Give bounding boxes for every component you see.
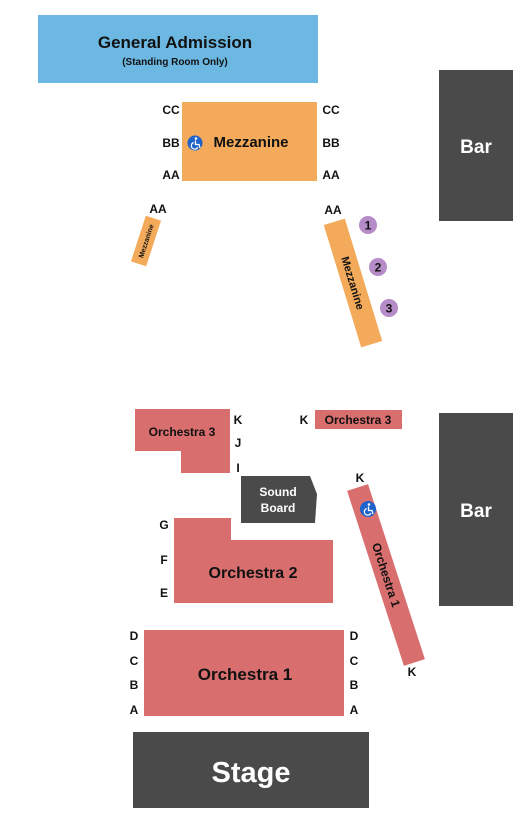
mezz-row-left-bb: BB [162, 136, 180, 150]
orch1-row-right-b: B [350, 678, 359, 692]
orchestra1-label: Orchestra 1 [198, 665, 293, 684]
orchestra3-right-area[interactable] [315, 410, 402, 429]
orchestra2-area[interactable] [174, 518, 333, 603]
orchestra3-right-section[interactable]: Orchestra 3 [315, 410, 402, 429]
badge-1[interactable]: 1 [359, 216, 377, 234]
mezzanine-left-wing[interactable]: Mezzanine [130, 215, 162, 267]
orch1-row-right-d: D [350, 629, 359, 643]
bar-top-area[interactable] [439, 70, 513, 221]
orch3-row-j: J [235, 436, 242, 450]
orch3-right-row-k: K [300, 413, 309, 427]
general-admission-subtitle: (Standing Room Only) [122, 57, 228, 68]
sound-board-line2: Board [261, 501, 296, 515]
orch1-row-left-a: A [130, 703, 139, 717]
stage: Stage [133, 732, 369, 808]
badge-3-text: 3 [386, 302, 393, 316]
general-admission-title: General Admission [98, 33, 252, 52]
orchestra3-left-label: Orchestra 3 [149, 425, 216, 439]
orchestra3-left-section[interactable]: Orchestra 3 [135, 409, 230, 473]
mezzanine-label: Mezzanine [213, 134, 288, 151]
orchestra1-side-area[interactable] [347, 484, 425, 666]
mezzanine-right-wing[interactable]: Mezzanine [323, 218, 383, 348]
orch1-row-right-c: C [350, 654, 359, 668]
bar-top-section[interactable]: Bar [439, 70, 513, 221]
orchestra2-label: Orchestra 2 [209, 565, 298, 582]
mezzanine-left-wing-area[interactable] [130, 215, 162, 267]
badge-2-text: 2 [375, 261, 382, 275]
mezz-row-left-cc: CC [162, 103, 180, 117]
general-admission-area[interactable] [38, 15, 318, 83]
orch1-row-right-a: A [350, 703, 359, 717]
orch2-row-e: E [160, 586, 168, 600]
orchestra1-side-accessibility-icon [360, 501, 376, 517]
orchestra3-right-label: Orchestra 3 [325, 413, 392, 427]
mezz-row-right-cc: CC [322, 103, 340, 117]
orch3-row-i: I [236, 461, 239, 475]
mezz-left-wing-row-aa: AA [149, 202, 167, 216]
orch1-row-left-b: B [130, 678, 139, 692]
orch3-row-k: K [234, 413, 243, 427]
badge-2[interactable]: 2 [369, 258, 387, 276]
sound-board: Sound Board [241, 476, 317, 523]
orchestra3-left-area[interactable] [135, 409, 230, 473]
mezzanine-right-wing-area[interactable] [323, 218, 383, 348]
orch1-side-row-k-top: K [356, 471, 365, 485]
orch1-row-left-c: C [130, 654, 139, 668]
orch1-row-left-d: D [130, 629, 139, 643]
mezzanine-accessibility-icon [187, 135, 203, 151]
mezz-right-wing-row-aa: AA [324, 203, 342, 217]
mezz-row-left-aa: AA [162, 168, 180, 182]
stage-label: Stage [212, 757, 291, 789]
orchestra2-section[interactable]: Orchestra 2 [174, 518, 333, 603]
orch2-row-f: F [160, 553, 167, 567]
bar-bottom-area[interactable] [439, 413, 513, 606]
badge-1-text: 1 [365, 219, 372, 233]
orch2-row-g: G [159, 518, 168, 532]
bar-bottom-section[interactable]: Bar [439, 413, 513, 606]
mezz-row-right-aa: AA [322, 168, 340, 182]
mezzanine-area[interactable] [182, 102, 317, 181]
orchestra1-section[interactable]: Orchestra 1 [144, 630, 344, 716]
badge-3[interactable]: 3 [380, 299, 398, 317]
general-admission-section[interactable]: General Admission (Standing Room Only) [38, 15, 318, 83]
bar-bottom-label: Bar [460, 501, 492, 522]
orchestra1-area[interactable] [144, 630, 344, 716]
mezzanine-section[interactable]: Mezzanine [182, 102, 317, 181]
orch1-side-row-k-bottom: K [408, 665, 417, 679]
stage-area [133, 732, 369, 808]
mezz-row-right-bb: BB [322, 136, 340, 150]
sound-board-line1: Sound [259, 485, 296, 499]
orchestra1-side-section[interactable]: Orchestra 1 [347, 484, 425, 666]
bar-top-label: Bar [460, 137, 492, 158]
sound-board-area [241, 476, 317, 523]
